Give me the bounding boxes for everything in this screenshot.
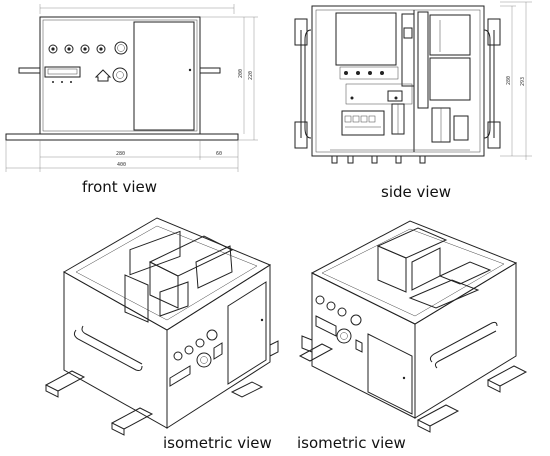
front-width-right-label: 60 [216, 151, 222, 157]
front-width-inner-label: 280 [116, 151, 125, 157]
isometric-view-right-caption: isometric view [297, 434, 406, 452]
isometric-view-right-drawing [298, 220, 528, 433]
front-height-inner-label: 200 [238, 69, 244, 78]
isometric-view-left-caption: isometric view [163, 434, 272, 452]
front-view-caption: front view [82, 178, 157, 196]
side-view-drawing: 280 293 [294, 1, 532, 164]
side-height-total-label: 293 [520, 77, 526, 86]
front-height-total-label: 220 [248, 71, 254, 80]
side-view-caption: side view [381, 183, 452, 201]
front-view-drawing: 200 220 280 60 400 [5, 4, 258, 172]
side-height-inner-label: 280 [506, 76, 512, 85]
isometric-view-left-drawing [44, 217, 279, 436]
front-width-total-label: 400 [117, 162, 126, 168]
